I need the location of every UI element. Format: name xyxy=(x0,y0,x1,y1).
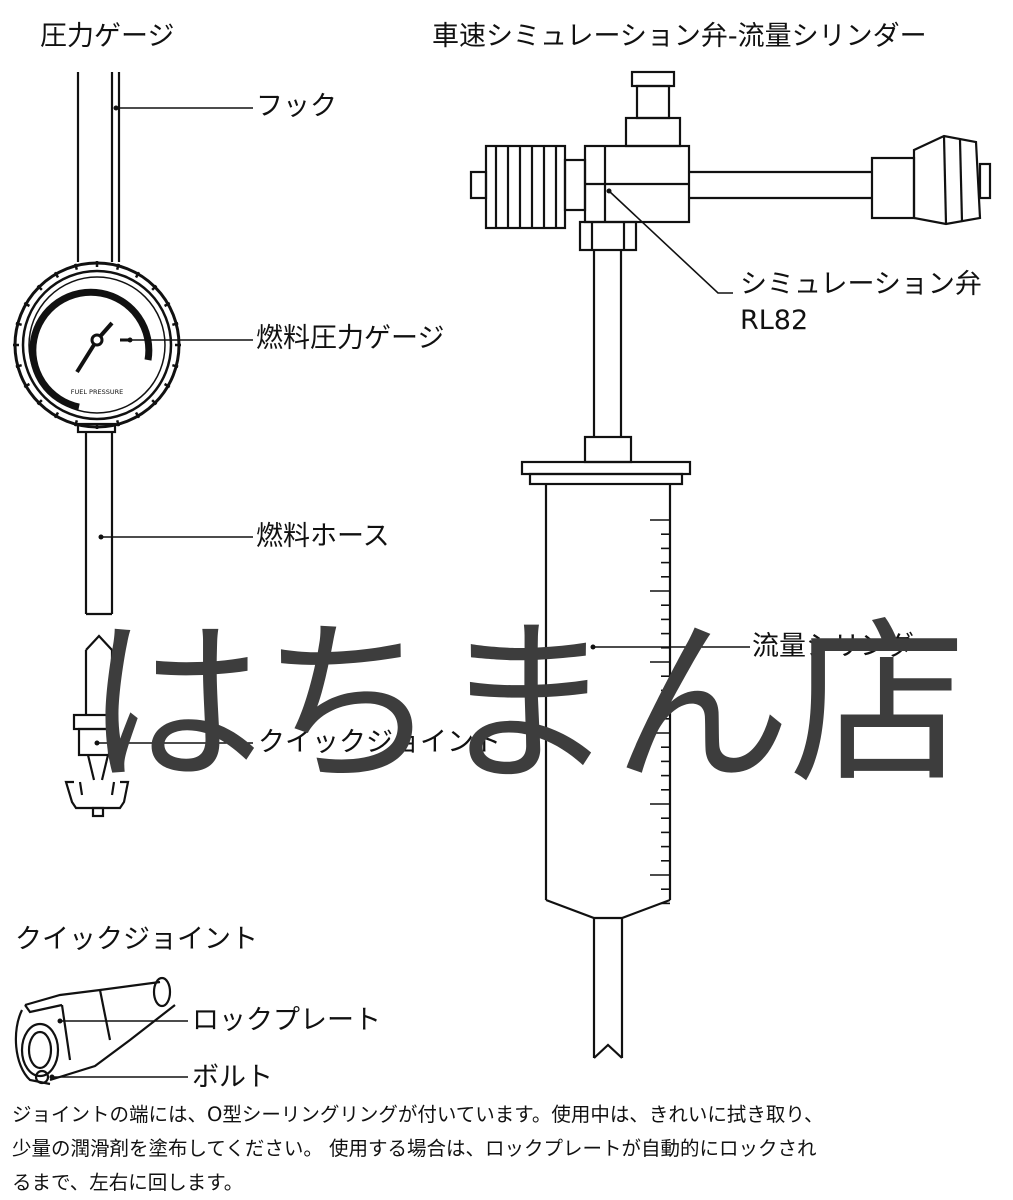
hook xyxy=(76,72,121,262)
bezel-tooth xyxy=(23,301,31,308)
bezel-tooth xyxy=(115,420,120,427)
bezel-tooth xyxy=(172,363,179,368)
fuel-hose xyxy=(76,422,117,715)
bezel-tooth xyxy=(74,420,79,427)
label-quick-joint: クイックジョイント xyxy=(258,727,501,758)
gauge-dial-text: FUEL PRESSURE xyxy=(71,388,123,396)
quick-joint-small xyxy=(64,713,130,818)
quick-joint-section-title: クイックジョイント xyxy=(15,924,258,955)
bezel-tooth xyxy=(74,263,79,270)
bezel-tooth xyxy=(15,322,22,327)
bezel-tooth xyxy=(134,411,141,419)
bezel-tooth xyxy=(163,382,171,389)
label-fuel-hose: 燃料ホース xyxy=(256,521,390,552)
simulation-valve xyxy=(469,70,992,464)
gauge-section-title: 圧力ゲージ xyxy=(40,21,175,52)
bezel-tooth xyxy=(163,301,171,308)
bezel-tooth xyxy=(53,271,60,279)
bezel-tooth xyxy=(151,284,158,291)
bezel-tooth xyxy=(15,363,22,368)
note-line-1: ジョイントの端には、O型シーリングリングが付いています。使用中は、きれいに拭き取… xyxy=(12,1103,824,1126)
usage-note: ジョイントの端には、O型シーリングリングが付いています。使用中は、きれいに拭き取… xyxy=(12,1098,1007,1200)
quick-joint-detail xyxy=(14,976,176,1086)
bezel-tooth xyxy=(36,284,43,291)
fuel-pressure-gauge xyxy=(13,261,181,429)
bezel-tooth xyxy=(172,322,179,327)
watermark: はちまん店 xyxy=(85,601,967,808)
bezel-tooth xyxy=(53,411,60,419)
label-fuel-gauge: 燃料圧力ゲージ xyxy=(256,323,445,354)
label-valve-model: RL82 xyxy=(740,305,809,336)
label-hook: フック xyxy=(256,91,337,122)
label-bolt: ボルト xyxy=(192,1062,273,1093)
label-flow-cylinder: 流量シリンダー xyxy=(752,631,941,662)
bezel-tooth xyxy=(134,271,141,279)
flow-cylinder xyxy=(520,460,692,1059)
label-simulation-valve: シミュレーション弁 xyxy=(740,269,982,300)
label-lock-plate: ロックプレート xyxy=(192,1005,381,1036)
leader-lines xyxy=(52,107,750,1078)
note-line-2: 少量の潤滑剤を塗布してください。 使用する場合は、ロックプレートが自動的にロック… xyxy=(12,1137,817,1160)
bezel-tooth xyxy=(36,399,43,406)
bezel-tooth xyxy=(23,382,31,389)
valve-section-title: 車速シミュレーション弁-流量シリンダー xyxy=(432,21,927,52)
bezel-tooth xyxy=(151,399,158,406)
bezel-tooth xyxy=(115,263,120,270)
note-line-3: るまで、左右に回します。 xyxy=(12,1171,244,1194)
leader-dots xyxy=(49,105,612,1080)
